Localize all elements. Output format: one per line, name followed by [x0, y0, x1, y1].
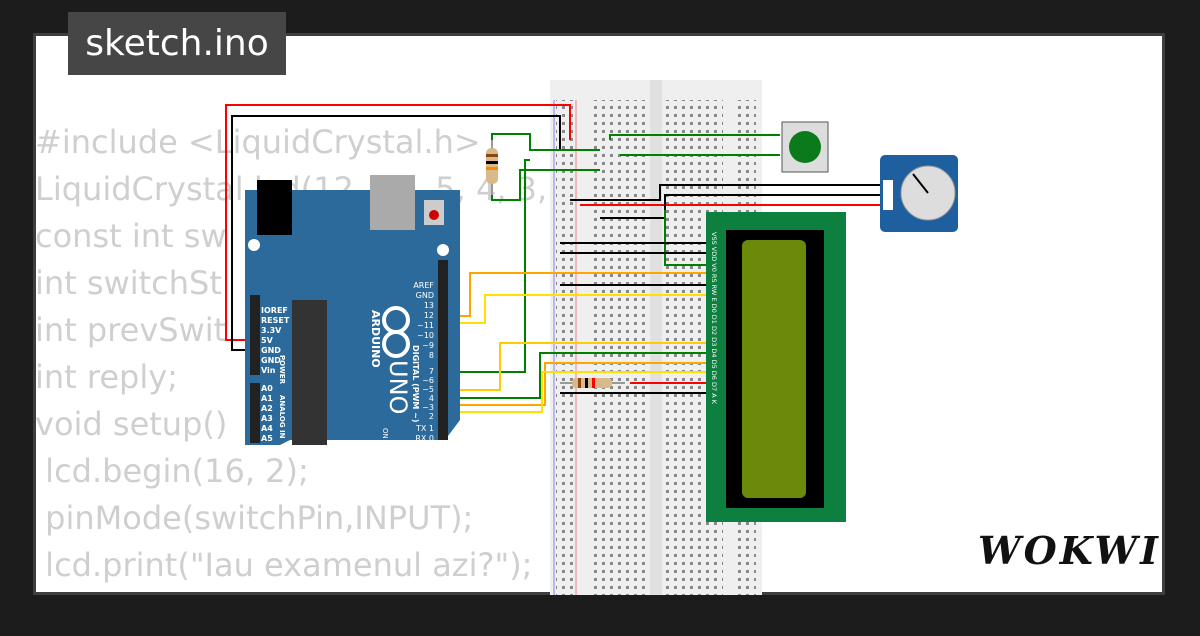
code-line: lcd.begin(16, 2); — [35, 452, 309, 490]
wokwi-logo: WOKWI — [978, 528, 1161, 573]
pin-label: 13 — [424, 301, 434, 310]
pin-label: GND — [261, 346, 281, 355]
pin-label: RESET — [261, 316, 290, 325]
lcd-pin-labels: VSS VDD V0 RS RW E D0 D1 D2 D3 D4 D5 D6 … — [710, 232, 718, 405]
analog-label: ANALOG IN — [278, 395, 286, 439]
pin-label: A4 — [261, 424, 273, 433]
code-line: pinMode(switchPin,INPUT); — [35, 499, 474, 537]
code-line: int reply; — [35, 358, 178, 396]
arduino-brand: ARDUINO — [369, 310, 382, 368]
usb-port — [370, 175, 415, 230]
pin-label: ~11 — [417, 321, 434, 330]
arduino-labels: IOREF RESET 3.3V 5V GND GND Vin A0 A1 A2… — [261, 281, 434, 443]
pin-label: A0 — [261, 384, 273, 393]
resistor — [486, 138, 498, 195]
pin-label: ~9 — [422, 341, 434, 350]
arduino-uno — [245, 175, 460, 445]
on-label: ON — [381, 428, 389, 439]
pin-label: 4 — [429, 394, 434, 403]
pin-label: A3 — [261, 414, 273, 423]
lcd-16x2: VSS VDD V0 RS RW E D0 D1 D2 D3 D4 D5 D6 … — [706, 212, 846, 522]
file-name-badge: sketch.ino — [68, 12, 286, 75]
potentiometer[interactable] — [880, 155, 958, 232]
pin-label: ~3 — [422, 403, 434, 412]
code-line: int switchSt — [35, 264, 222, 302]
pin-label: GND — [261, 356, 281, 365]
pin-label: A2 — [261, 404, 273, 413]
code-line: void setup() — [35, 405, 228, 443]
code-line: const int sw — [35, 217, 227, 255]
pin-label: A5 — [261, 434, 273, 443]
pin-label: 5V — [261, 336, 274, 345]
pin-label: 12 — [424, 311, 434, 320]
arduino-model: UNO — [384, 360, 412, 414]
reset-button[interactable] — [429, 210, 439, 220]
wires — [225, 104, 885, 413]
code-line: #include <LiquidCrystal.h> — [35, 123, 481, 161]
pin-label: RX 0 — [415, 434, 434, 443]
digital-label: DIGITAL (PWM ~) — [411, 345, 420, 423]
potentiometer-knob-icon — [912, 173, 929, 194]
pin-label: Vin — [261, 366, 276, 375]
pin-label: IOREF — [261, 306, 288, 315]
pin-label: ~6 — [422, 376, 434, 385]
pin-label: A1 — [261, 394, 273, 403]
pin-label: ~5 — [422, 385, 434, 394]
pin-label: 3.3V — [261, 326, 282, 335]
code-line: int prevSwit — [35, 311, 227, 349]
power-label: POWER — [278, 355, 286, 385]
code-line: lcd.print("Iau examenul azi?"); — [35, 546, 533, 584]
pin-label: AREF — [413, 281, 434, 290]
pin-label: 8 — [429, 351, 434, 360]
pin-label: 7 — [429, 367, 434, 376]
pin-label: ~10 — [417, 331, 434, 340]
pin-label: TX 1 — [415, 424, 434, 433]
resistor — [560, 378, 625, 388]
pin-label: 2 — [429, 412, 434, 421]
pushbutton[interactable] — [781, 121, 829, 173]
power-jack — [257, 180, 292, 235]
pin-label: GND — [416, 291, 434, 300]
chip — [292, 300, 327, 445]
